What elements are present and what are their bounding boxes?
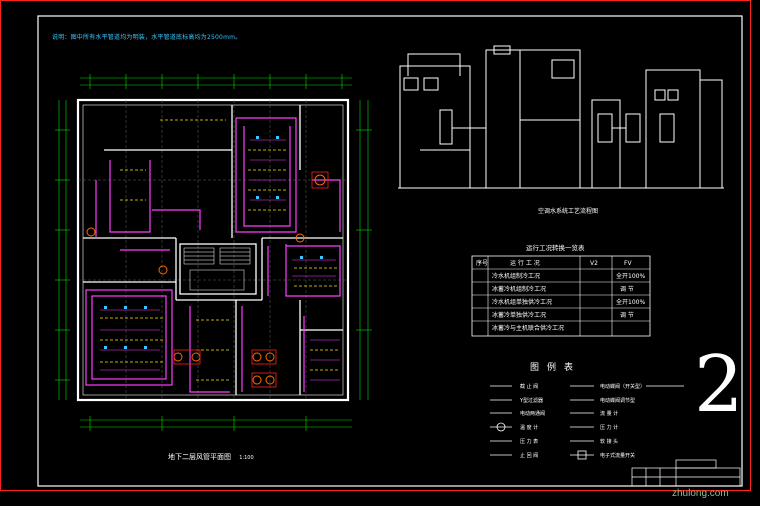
legend-right-2: 电动蝶阀调节型 — [600, 397, 635, 404]
system-flow-diagram — [398, 45, 724, 189]
table-row-1-mode: 冷水机组制冷工况 — [492, 272, 540, 280]
legend-title: 图例表 — [530, 361, 581, 373]
legend-right-5: 软 接 头 — [600, 438, 618, 445]
legend: 图例表 截 止 阀 Y型过滤器 电动两通阀 温 度 计 压 力 表 止 回 阀 … — [490, 361, 684, 460]
mode-table: 序号 运 行 工 况 V2 FV 冷水机组制冷工况 全开100% 冰蓄冷机组制冷… — [471, 255, 651, 337]
legend-right-4: 压 力 计 — [600, 424, 618, 431]
watermark-logo: zhulong.com — [672, 488, 729, 499]
legend-left-4: 温 度 计 — [520, 424, 538, 431]
legend-left-6: 止 回 阀 — [520, 452, 538, 459]
table-title: 运行工况转换一览表 — [526, 244, 585, 252]
legend-left-2: Y型过滤器 — [519, 397, 543, 404]
table-row-2-fv: 调 节 — [620, 285, 634, 293]
table-row-4-fv: 调 节 — [620, 311, 634, 319]
general-note: 说明：图中所有水平管道均为明装，水平管道底标高均为2500mm。 — [52, 34, 242, 41]
table-header-fv: FV — [624, 260, 632, 267]
legend-left-1: 截 止 阀 — [520, 383, 538, 390]
table-row-4-mode: 冰蓄冷单独供冷工况 — [492, 311, 546, 319]
legend-left-3: 电动两通阀 — [520, 410, 545, 417]
legend-right-3: 流 量 计 — [600, 410, 618, 417]
legend-right-1: 电动蝶阀（开关型） — [600, 383, 645, 390]
outer-frame — [0, 0, 751, 491]
floor-plan — [55, 74, 372, 431]
sheet-number: 2 — [694, 340, 744, 430]
table-header-mode: 运 行 工 况 — [510, 259, 540, 267]
legend-right-6: 电子式流量开关 — [600, 452, 635, 459]
section-title: 空调水系统工艺流程图 — [538, 208, 599, 215]
table-header-no: 序号 — [476, 259, 488, 267]
legend-left-5: 压 力 表 — [520, 438, 538, 445]
table-row-2-mode: 冰蓄冷机组制冷工况 — [492, 285, 546, 293]
table-row-3-fv: 全开100% — [616, 298, 645, 306]
table-row-3-mode: 冷水机组单独供冷工况 — [492, 298, 552, 306]
table-header-v2: V2 — [590, 260, 598, 267]
table-row-5-mode: 冰蓄冷与主机联合供冷工况 — [492, 324, 564, 332]
inner-frame — [37, 15, 743, 487]
table-row-1-fv: 全开100% — [616, 272, 645, 280]
title-block — [631, 459, 741, 487]
plan-title: 地下二层风管平面图 1:100 — [168, 453, 254, 461]
